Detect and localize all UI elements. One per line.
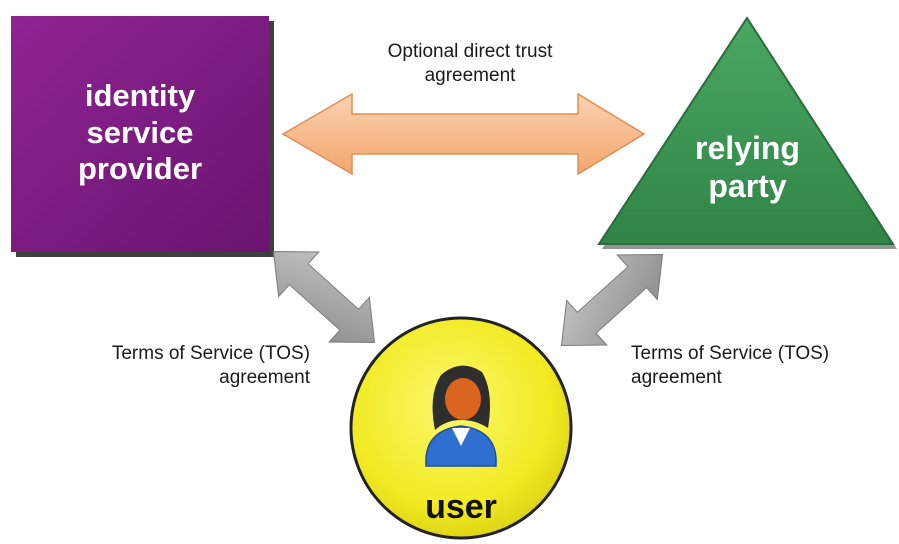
relying-party-line: party <box>708 167 787 204</box>
person-icon <box>425 365 497 467</box>
identity-provider-line: identity <box>84 78 196 113</box>
tos-left-line: agreement <box>219 367 310 389</box>
relying-party-label: relying party <box>660 130 835 206</box>
tos-right-arrow <box>560 253 664 347</box>
tos-left-arrow <box>272 250 376 344</box>
user-label: user <box>425 488 497 526</box>
identity-provider-box <box>11 16 269 252</box>
tos-left-caption: Terms of Service (TOS) agreement <box>40 342 310 391</box>
trust-agreement-caption: Optional direct trust agreement <box>340 40 600 89</box>
relying-party-line: relying <box>695 130 800 166</box>
trust-agreement-line: agreement <box>424 65 516 87</box>
tos-left-line: Terms of Service (TOS) <box>111 343 310 364</box>
identity-provider-line: provider <box>77 151 203 187</box>
relying-party-triangle <box>597 16 895 245</box>
tos-right-caption: Terms of Service (TOS) agreement <box>631 342 891 391</box>
trust-agreement-line: Optional direct trust <box>387 41 553 62</box>
tos-right-line: Terms of Service (TOS) <box>631 343 830 364</box>
trust-agreement-arrow <box>281 92 646 176</box>
identity-provider-label: identity service provider <box>11 78 269 188</box>
identity-provider-line: service <box>86 114 194 150</box>
tos-right-line: agreement <box>631 367 722 389</box>
